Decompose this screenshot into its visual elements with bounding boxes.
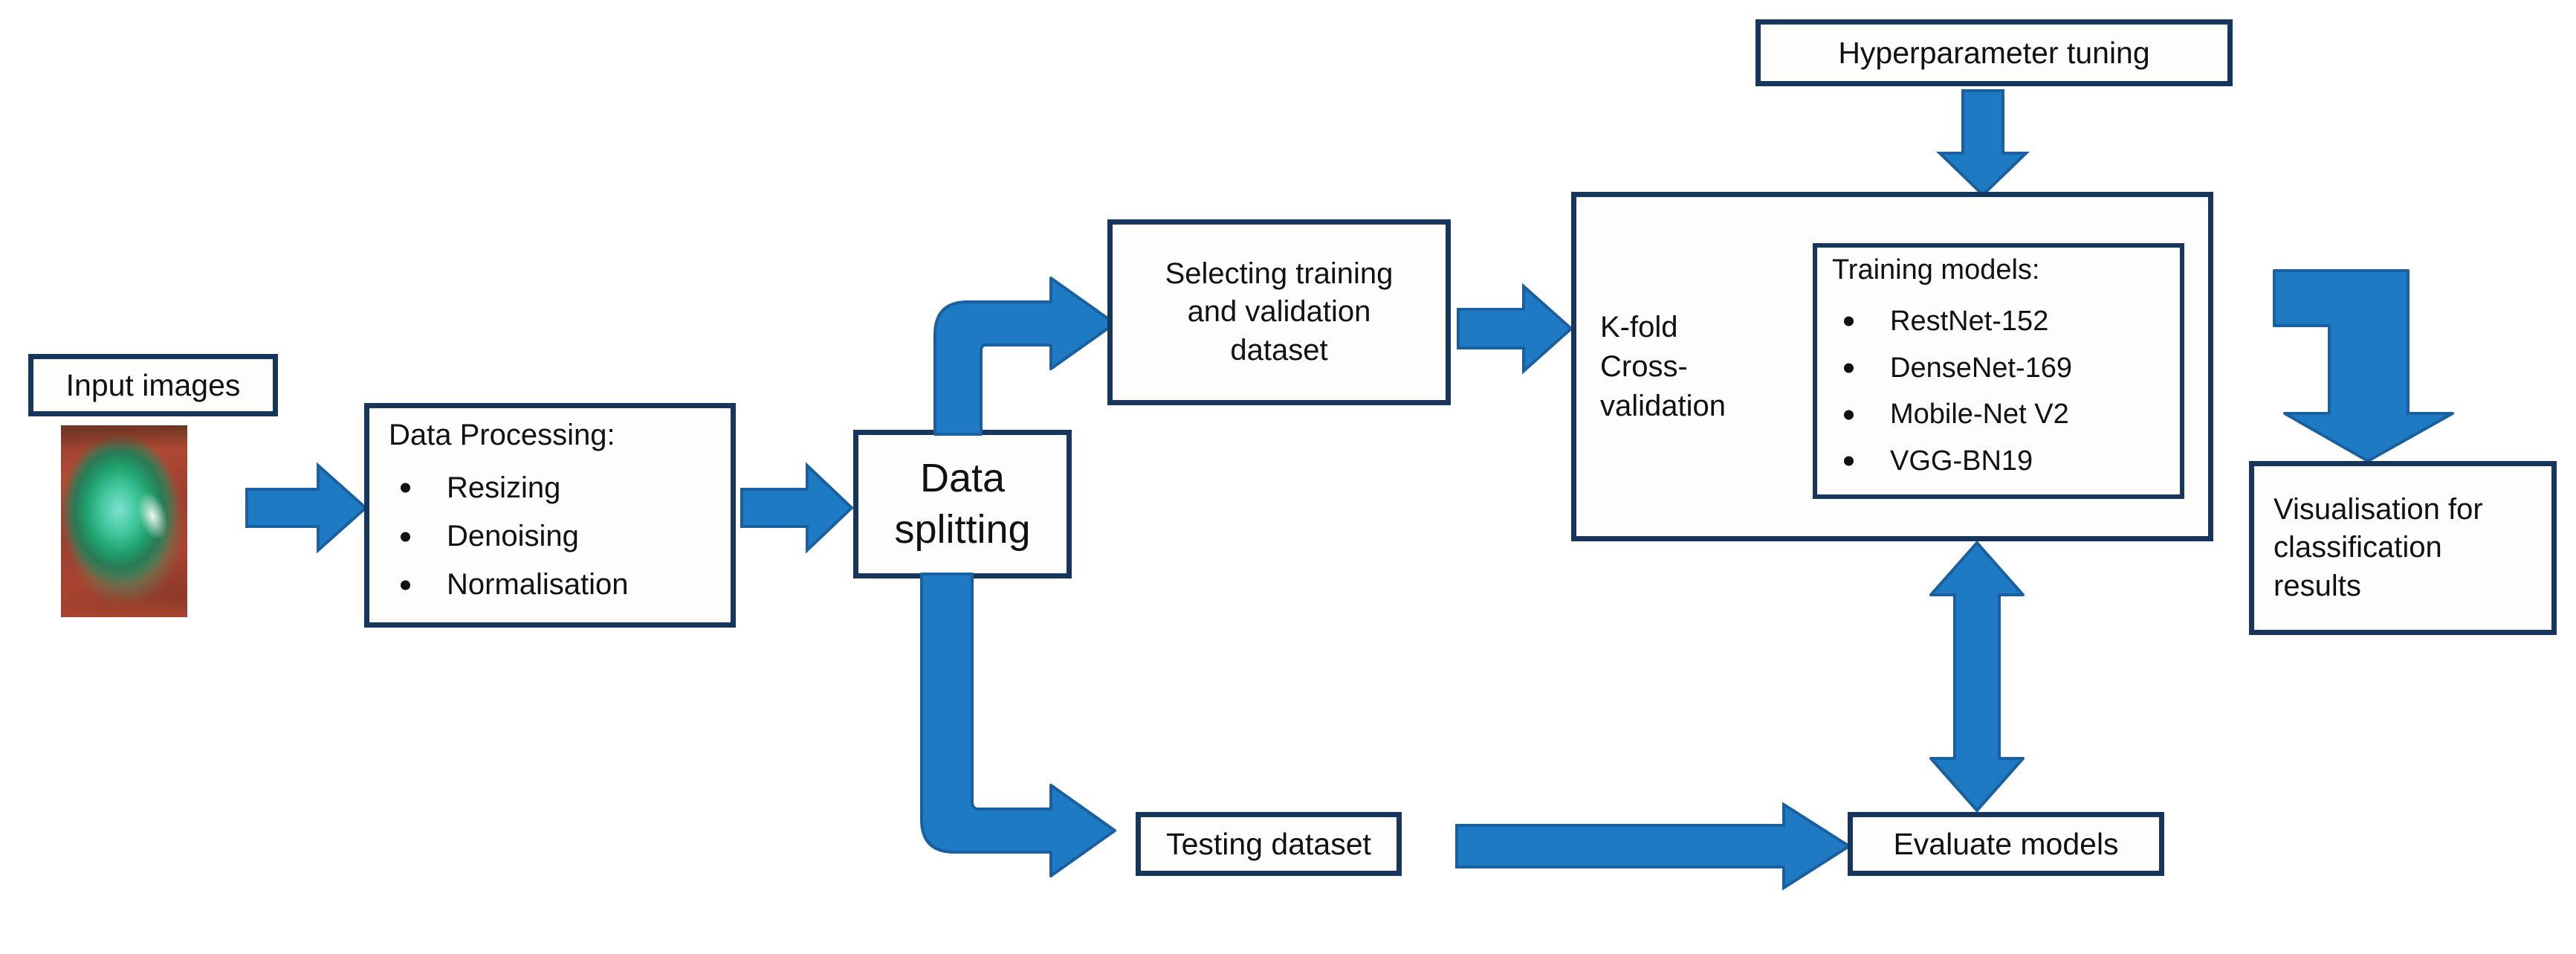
arrow-eye-to-processing — [245, 462, 369, 554]
node-hyperparameter-tuning-label: Hyperparameter tuning — [1838, 35, 2150, 70]
node-kfold-label: K-fold Cross- validation — [1600, 310, 1726, 422]
node-data-splitting[interactable]: Data splitting — [853, 430, 1072, 578]
node-data-processing[interactable]: Data Processing: Resizing Denoising Norm… — [364, 403, 736, 628]
training-models-bullet-list: RestNet-152 DenseNet-169 Mobile-Net V2 V… — [1832, 293, 2072, 490]
node-data-splitting-label: Data splitting — [894, 455, 1031, 552]
list-item: Normalisation — [389, 566, 629, 604]
node-testing-dataset-label: Testing dataset — [1166, 826, 1371, 861]
list-item: DenseNet-169 — [1832, 350, 2072, 387]
eye-specular-highlight — [132, 487, 175, 544]
node-input-images[interactable]: Input images — [28, 354, 278, 416]
arrow-evaluate-kfold-bidirectional — [1925, 541, 2029, 812]
list-item: Resizing — [389, 469, 629, 507]
node-visualisation-label: Visualisation for classification results — [2274, 493, 2483, 602]
arrow-processing-to-splitting — [740, 462, 854, 554]
node-selecting-dataset[interactable]: Selecting training and validation datase… — [1107, 219, 1451, 405]
arrow-selecting-to-kfold — [1457, 283, 1574, 375]
node-training-models-heading: Training models: — [1832, 254, 2040, 286]
data-processing-bullet-list: Resizing Denoising Normalisation — [389, 459, 629, 615]
node-hyperparameter-tuning[interactable]: Hyperparameter tuning — [1755, 19, 2233, 86]
node-data-processing-heading: Data Processing: — [389, 418, 615, 451]
arrow-splitting-to-testing — [898, 573, 1121, 879]
node-kfold-label-wrap: K-fold Cross- validation — [1600, 308, 1726, 425]
node-kfold-container[interactable]: K-fold Cross- validation Training models… — [1571, 192, 2213, 541]
list-item: VGG-BN19 — [1832, 443, 2072, 480]
node-evaluate-models-label: Evaluate models — [1893, 826, 2119, 861]
list-item: Mobile-Net V2 — [1832, 396, 2072, 433]
node-selecting-dataset-label: Selecting training and validation datase… — [1165, 257, 1394, 367]
arrow-hyperparameter-to-kfold — [1936, 89, 2030, 197]
eye-upper-lid — [61, 425, 187, 451]
list-item: RestNet-152 — [1832, 303, 2072, 340]
arrow-testing-to-evaluate — [1455, 802, 1852, 891]
node-visualisation[interactable]: Visualisation for classification results — [2249, 461, 2557, 635]
arrow-kfold-to-visualisation — [2273, 266, 2456, 464]
node-training-models[interactable]: Training models: RestNet-152 DenseNet-16… — [1813, 243, 2184, 499]
eye-lower-lid — [61, 594, 187, 617]
list-item: Denoising — [389, 518, 629, 555]
node-testing-dataset[interactable]: Testing dataset — [1136, 812, 1402, 876]
node-input-images-label: Input images — [65, 367, 241, 402]
node-evaluate-models[interactable]: Evaluate models — [1848, 812, 2164, 876]
eye-photo-image — [61, 425, 187, 617]
arrow-splitting-to-selecting — [920, 277, 1121, 436]
